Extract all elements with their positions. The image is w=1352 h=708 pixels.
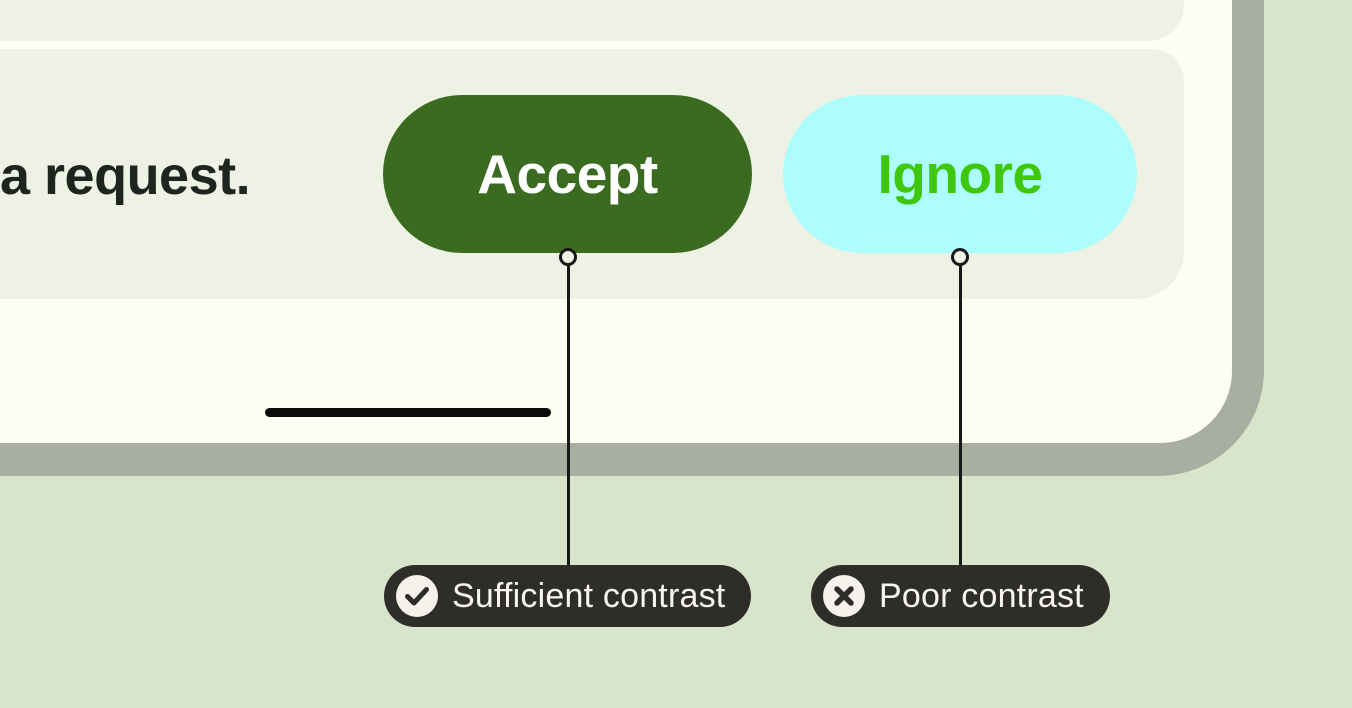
request-message-text: a request. <box>0 146 251 206</box>
sufficient-contrast-chip: Sufficient contrast <box>384 565 752 627</box>
top-card-panel <box>0 0 1184 41</box>
accept-connector-line <box>567 263 570 566</box>
poor-contrast-chip: Poor contrast <box>811 565 1110 627</box>
ignore-button[interactable]: Ignore <box>783 95 1137 253</box>
ignore-anchor-node <box>951 248 969 266</box>
x-circle-icon <box>823 575 865 617</box>
accept-button-label: Accept <box>477 143 658 205</box>
ignore-button-label: Ignore <box>877 143 1043 205</box>
poor-contrast-label: Poor contrast <box>879 576 1084 615</box>
sufficient-contrast-label: Sufficient contrast <box>452 576 726 615</box>
accept-button[interactable]: Accept <box>383 95 752 253</box>
ignore-connector-line <box>959 263 962 566</box>
home-indicator-bar[interactable] <box>265 408 551 417</box>
check-circle-icon <box>396 575 438 617</box>
accept-anchor-node <box>559 248 577 266</box>
